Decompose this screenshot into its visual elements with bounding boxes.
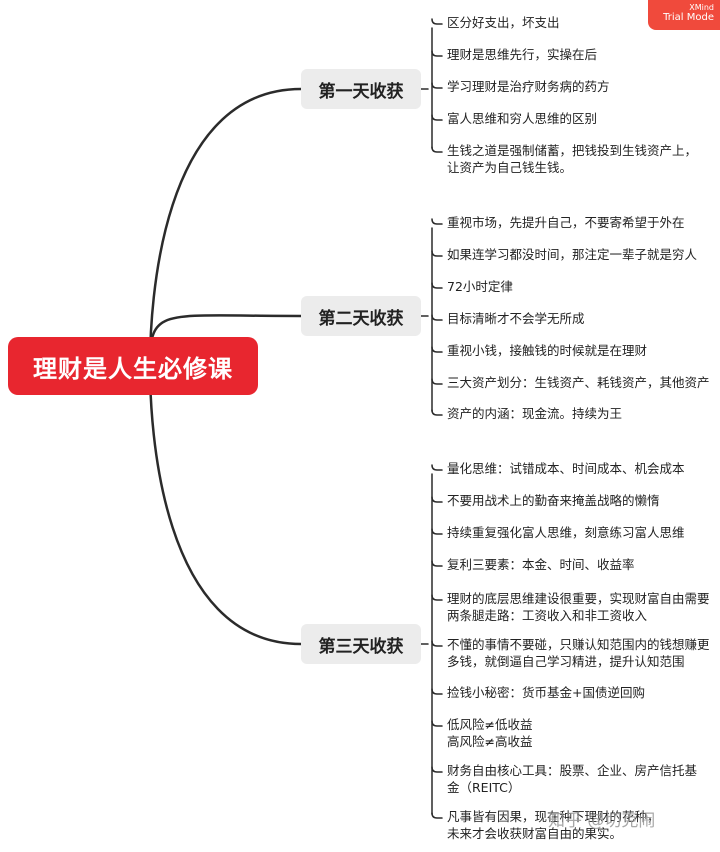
leaf-topic[interactable]: 资产的内涵：现金流。持续为王 bbox=[447, 405, 622, 422]
badge-mode: Trial Mode bbox=[663, 12, 714, 23]
leaf-topic[interactable]: 富人思维和穷人思维的区别 bbox=[447, 110, 597, 127]
connector-line bbox=[431, 812, 443, 819]
connector-line bbox=[148, 364, 303, 646]
leaf-topic-line: 重视小钱，接触钱的时候就是在理财 bbox=[447, 343, 648, 358]
connector-line bbox=[431, 282, 443, 289]
leaf-topic[interactable]: 三大资产划分：生钱资产、耗钱资产，其他资产 bbox=[447, 374, 710, 391]
leaf-topic[interactable]: 理财的底层思维建设很重要，实现财富自由需要两条腿走路：工资收入和非工资收入 bbox=[447, 590, 710, 624]
leaf-topic-line: 复利三要素：本金、时间、收益率 bbox=[447, 557, 635, 572]
leaf-topic-line: 重视市场，先提升自己，不要寄希望于外在 bbox=[447, 215, 685, 230]
leaf-topic-line: 财务自由核心工具：股票、企业、房产信托基 bbox=[447, 763, 698, 778]
leaf-topic-line: 不懂的事情不要碰，只赚认知范围内的钱想赚更 bbox=[447, 637, 710, 652]
leaf-topic[interactable]: 财务自由核心工具：股票、企业、房产信托基金（REITC） bbox=[447, 762, 697, 796]
connector-line bbox=[431, 82, 443, 89]
leaf-topic[interactable]: 72小时定律 bbox=[447, 278, 513, 295]
leaf-topic[interactable]: 捡钱小秘密：货币基金+国债逆回购 bbox=[447, 684, 645, 701]
leaf-topic-line: 多钱，就倒逼自己学习精进，提升认知范围 bbox=[447, 654, 685, 669]
connector-line bbox=[431, 378, 443, 385]
branch-topic-day1[interactable]: 第一天收获 bbox=[301, 69, 421, 109]
leaf-topic-line: 凡事皆有因果，现在种下理财的花种， bbox=[447, 809, 660, 824]
watermark: 知乎 @切克闹 bbox=[548, 811, 656, 831]
leaf-topic[interactable]: 复利三要素：本金、时间、收益率 bbox=[447, 556, 635, 573]
leaf-topic-line: 金（REITC） bbox=[447, 780, 521, 795]
leaf-topic-line: 低风险≠低收益 bbox=[447, 717, 533, 732]
connector-line bbox=[431, 18, 443, 25]
connector-line bbox=[431, 218, 443, 225]
connector-line bbox=[431, 250, 443, 257]
leaf-topic-line: 富人思维和穷人思维的区别 bbox=[447, 111, 598, 126]
leaf-topic[interactable]: 目标清晰才不会学无所成 bbox=[447, 310, 585, 327]
leaf-topic-line: 捡钱小秘密：货币基金+国债逆回购 bbox=[447, 685, 645, 700]
leaf-topic-line: 目标清晰才不会学无所成 bbox=[447, 311, 585, 326]
connector-line bbox=[431, 720, 443, 727]
leaf-topic[interactable]: 重视小钱，接触钱的时候就是在理财 bbox=[447, 342, 647, 359]
leaf-topic[interactable]: 理财是思维先行，实操在后 bbox=[447, 46, 597, 63]
connector-line bbox=[431, 560, 443, 567]
connector-line bbox=[431, 766, 443, 773]
root-topic[interactable]: 理财是人生必修课 bbox=[8, 337, 258, 395]
connector-line bbox=[431, 314, 443, 321]
leaf-topic-line: 理财是思维先行，实操在后 bbox=[447, 47, 598, 62]
leaf-topic[interactable]: 学习理财是治疗财务病的药方 bbox=[447, 78, 610, 95]
leaf-topic-line: 如果连学习都没时间，那注定一辈子就是穷人 bbox=[447, 247, 698, 262]
connector-line bbox=[431, 688, 443, 695]
leaf-topic-line: 量化思维：试错成本、时间成本、机会成本 bbox=[447, 461, 685, 476]
leaf-topic[interactable]: 区分好支出，坏支出 bbox=[447, 14, 560, 31]
connector-line bbox=[431, 594, 443, 601]
connector-line bbox=[431, 146, 443, 153]
leaf-topic-line: 不要用战术上的勤奋来掩盖战略的懒惰 bbox=[447, 493, 660, 508]
leaf-topic[interactable]: 不要用战术上的勤奋来掩盖战略的懒惰 bbox=[447, 492, 660, 509]
leaf-topic-line: 理财的底层思维建设很重要，实现财富自由需要 bbox=[447, 591, 710, 606]
leaf-topic-line: 持续重复强化富人思维，刻意练习富人思维 bbox=[447, 525, 685, 540]
leaf-topic[interactable]: 凡事皆有因果，现在种下理财的花种， 未来才会收获财富自由的果实。 bbox=[447, 808, 660, 842]
leaf-topic-line: 高风险≠高收益 bbox=[447, 734, 533, 749]
connector-line bbox=[148, 87, 303, 368]
branch-topic-day2[interactable]: 第二天收获 bbox=[301, 296, 421, 336]
leaf-topic[interactable]: 重视市场，先提升自己，不要寄希望于外在 bbox=[447, 214, 685, 231]
leaf-topic-line: 两条腿走路：工资收入和非工资收入 bbox=[447, 608, 648, 623]
leaf-topic[interactable]: 低风险≠低收益高风险≠高收益 bbox=[447, 716, 532, 750]
leaf-topic-line: 72小时定律 bbox=[447, 279, 513, 294]
connector-line bbox=[431, 528, 443, 535]
trial-mode-badge: XMind Trial Mode bbox=[648, 0, 720, 30]
badge-brand: XMind bbox=[689, 3, 714, 12]
connector-line bbox=[431, 496, 443, 503]
leaf-topic-line: 学习理财是治疗财务病的药方 bbox=[447, 79, 610, 94]
connector-line bbox=[431, 640, 443, 647]
leaf-topic-line: 让资产为自己钱生钱。 bbox=[447, 160, 573, 175]
connector-line bbox=[431, 114, 443, 121]
leaf-topic-line: 未来才会收获财富自由的果实。 bbox=[447, 826, 623, 841]
connector-line bbox=[431, 346, 443, 353]
leaf-topic[interactable]: 不懂的事情不要碰，只赚认知范围内的钱想赚更多钱，就倒逼自己学习精进，提升认知范围 bbox=[447, 636, 710, 670]
leaf-topic[interactable]: 量化思维：试错成本、时间成本、机会成本 bbox=[447, 460, 685, 477]
leaf-topic-line: 生钱之道是强制储蓄，把钱投到生钱资产上， bbox=[447, 143, 698, 158]
connector-line bbox=[431, 464, 443, 471]
branch-topic-day3[interactable]: 第三天收获 bbox=[301, 624, 421, 664]
leaf-topic[interactable]: 持续重复强化富人思维，刻意练习富人思维 bbox=[447, 524, 685, 541]
leaf-topic[interactable]: 如果连学习都没时间，那注定一辈子就是穷人 bbox=[447, 246, 697, 263]
leaf-topic-line: 三大资产划分：生钱资产、耗钱资产，其他资产 bbox=[447, 375, 710, 390]
leaf-topic-line: 区分好支出，坏支出 bbox=[447, 15, 560, 30]
connector-line bbox=[431, 50, 443, 57]
connector-line bbox=[431, 409, 443, 416]
leaf-topic-line: 资产的内涵：现金流。持续为王 bbox=[447, 406, 623, 421]
leaf-topic[interactable]: 生钱之道是强制储蓄，把钱投到生钱资产上， 让资产为自己钱生钱。 bbox=[447, 142, 697, 176]
